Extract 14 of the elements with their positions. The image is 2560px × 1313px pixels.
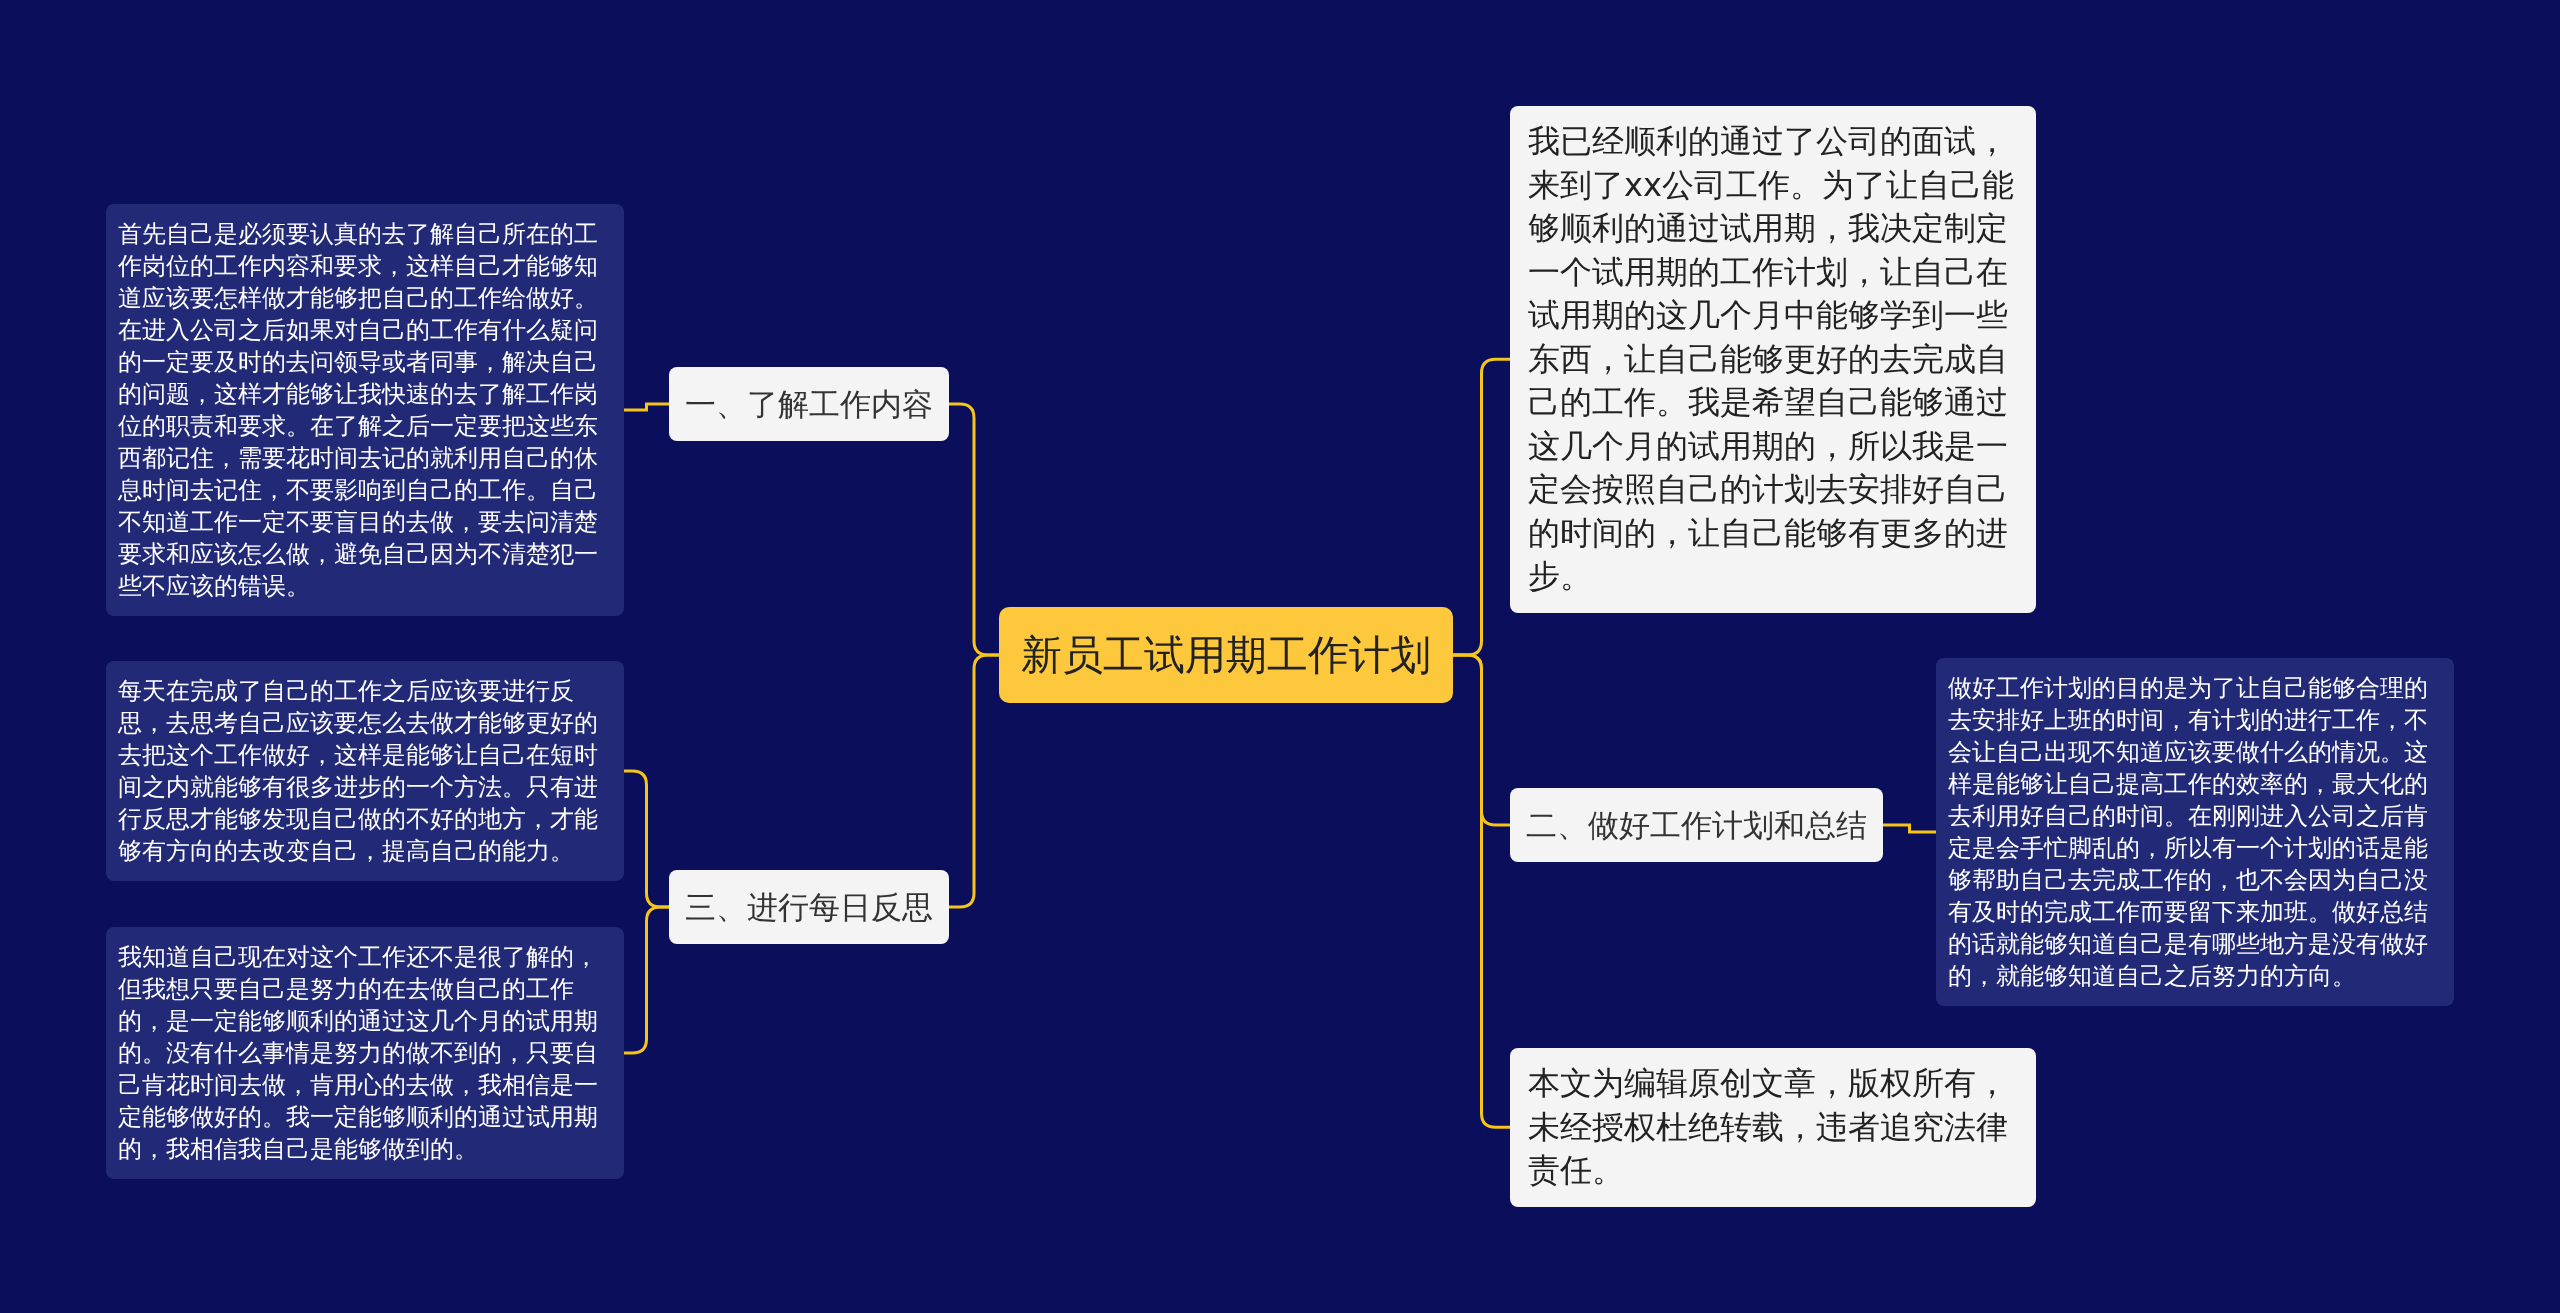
central-topic-box: 新员工试用期工作计划	[999, 607, 1453, 703]
text-card: 我已经顺利的通过了公司的面试，来到了xx公司工作。为了让自己能够顺利的通过试用期，我决定制定一个试用期的工作计划，让自己在试用期的这几个月中能够学到一些东西，让自己能够更好的去完成自己的工作。我是希望自己能够通过这几个月的试用期的，所以我是一定会按照自己的计划去安排好自己的时间的，让自己能够有更多的进步。	[1510, 106, 2036, 613]
connector-line	[949, 653, 999, 909]
topic-box: 二、做好工作计划和总结	[1510, 788, 1883, 862]
text-card: 做好工作计划的目的是为了让自己能够合理的去安排好上班的时间，有计划的进行工作，不会让自己出现不知道应该要做什么的情况。这样是能够让自己提高工作的效率的，最大化的去利用好自己的时间。在刚刚进入公司之后肯定是会手忙脚乱的，所以有一个计划的话是能够帮助自己去完成工作的，也不会因为自己没有及时的完成工作而要留下来加班。做好总结的话就能够知道自己是有哪些地方是没有做好的，就能够知道自己之后努力的方向。	[1936, 658, 2454, 1006]
text-card: 我知道自己现在对这个工作还不是很了解的，但我想只要自己是努力的在去做自己的工作的，是一定能够顺利的通过这几个月的试用期的。没有什么事情是努力的做不到的，只要自己肯花时间去做，肯用心的去做，我相信是一定能够做好的。我一定能够顺利的通过试用期的，我相信我自己是能够做到的。	[106, 927, 624, 1179]
connector-line	[624, 402, 669, 412]
text-card: 首先自己是必须要认真的去了解自己所在的工作岗位的工作内容和要求，这样自己才能够知道应该要怎样做才能够把自己的工作给做好。在进入公司之后如果对自己的工作有什么疑问的一定要及时的去问领导或者同事，解决自己的问题，这样才能够让我快速的去了解工作岗位的职责和要求。在了解之后一定要把这些东西都记住，需要花时间去记的就利用自己的休息时间去记住，不要影响到自己的工作。自己不知道工作一定不要盲目的去做，要去问清楚要求和应该怎么做，避免自己因为不清楚犯一些不应该的错误。	[106, 204, 624, 616]
topic-box: 一、了解工作内容	[669, 367, 949, 441]
text-card: 每天在完成了自己的工作之后应该要进行反思，去思考自己应该要怎么去做才能够更好的去把这个工作做好，这样是能够让自己在短时间之内就能够有很多进步的一个方法。只有进行反思才能够发现自己做的不好的地方，才能够有方向的去改变自己，提高自己的能力。	[106, 661, 624, 881]
text-card: 本文为编辑原创文章，版权所有，未经授权杜绝转载，违者追究法律责任。	[1510, 1048, 2036, 1207]
connector-line	[624, 905, 669, 1055]
topic-box: 三、进行每日反思	[669, 870, 949, 944]
connector-line	[1883, 823, 1936, 834]
